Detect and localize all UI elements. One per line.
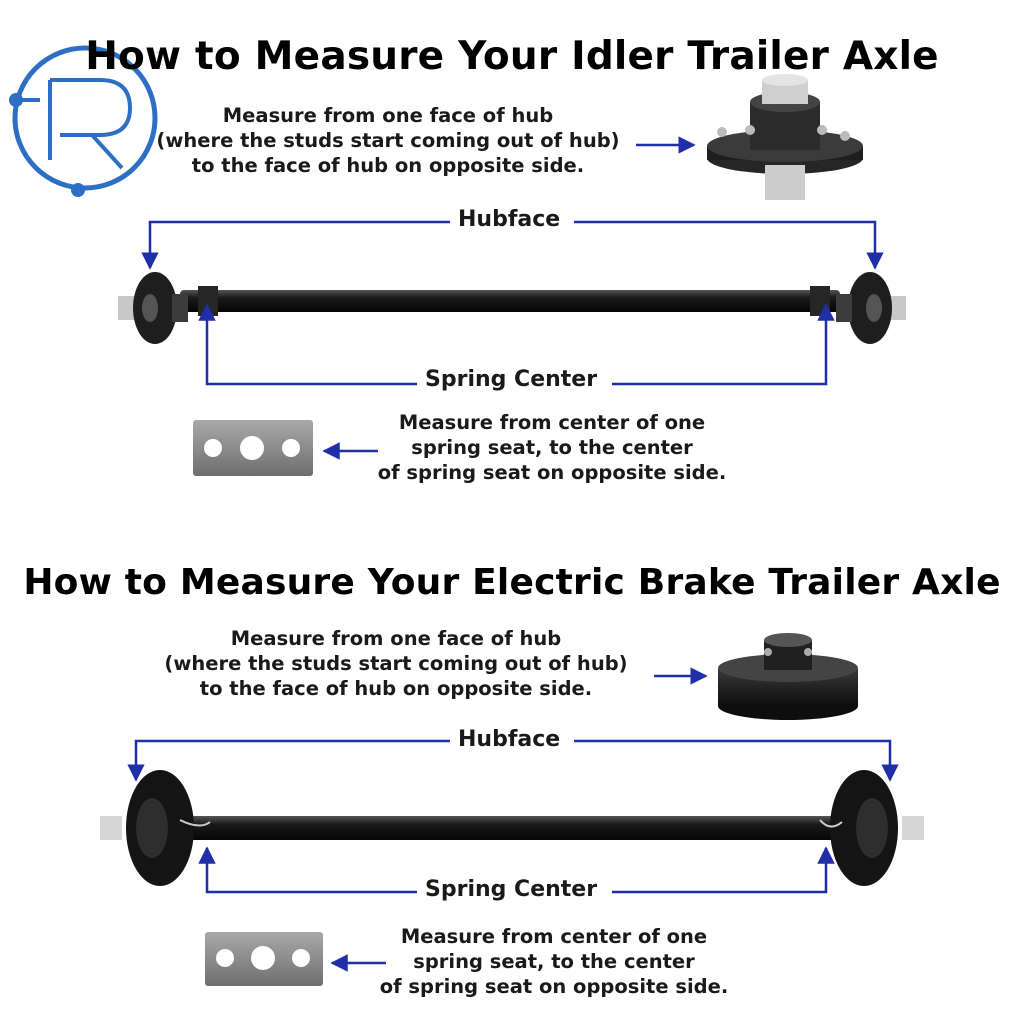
idler-hub-description: Measure from one face of hub (where the … bbox=[148, 103, 628, 178]
idler-hubface-bracket-left bbox=[141, 220, 452, 270]
idler-spring-description: Measure from center of one spring seat, … bbox=[352, 410, 752, 485]
electric-hubface-bracket-left bbox=[127, 739, 452, 782]
logo-watermark-text: ... bbox=[148, 42, 160, 56]
idler-spring-desc-line: of spring seat on opposite side. bbox=[377, 461, 727, 484]
electric-hubface-label: Hubface bbox=[450, 727, 569, 752]
idler-spring-seat-plate bbox=[193, 420, 313, 476]
electric-hub-desc-line: to the face of hub on opposite side. bbox=[199, 677, 593, 700]
idler-spring-bracket-right bbox=[612, 303, 835, 386]
electric-axle-photo bbox=[100, 770, 924, 886]
idler-title: How to Measure Your Idler Trailer Axle bbox=[85, 34, 939, 79]
electric-brake-drum-photo bbox=[718, 633, 858, 720]
idler-spring-bracket-left bbox=[198, 303, 420, 386]
r-circuit-logo-icon bbox=[9, 45, 158, 197]
electric-spring-description: Measure from center of one spring seat, … bbox=[352, 924, 756, 999]
idler-hub-desc-line: Measure from one face of hub bbox=[222, 104, 554, 127]
electric-spring-desc-line: Measure from center of one bbox=[400, 925, 708, 948]
electric-hub-desc-line: Measure from one face of hub bbox=[230, 627, 562, 650]
idler-spring-desc-line: Measure from center of one bbox=[398, 411, 706, 434]
idler-hub-desc-line: (where the studs start coming out of hub… bbox=[156, 129, 620, 152]
electric-hub-description: Measure from one face of hub (where the … bbox=[156, 626, 636, 701]
idler-hub-photo bbox=[707, 74, 863, 200]
idler-spring-center-label: Spring Center bbox=[417, 367, 606, 392]
electric-spring-seat-plate bbox=[205, 932, 323, 986]
electric-hubface-bracket-right bbox=[574, 739, 899, 782]
electric-hub-desc-line: (where the studs start coming out of hub… bbox=[164, 652, 628, 675]
electric-spring-desc-line: of spring seat on opposite side. bbox=[379, 975, 729, 998]
idler-hub-desc-line: to the face of hub on opposite side. bbox=[191, 154, 585, 177]
idler-axle-photo bbox=[118, 272, 906, 344]
electric-spring-desc-line: spring seat, to the center bbox=[413, 950, 695, 973]
idler-hubface-label: Hubface bbox=[450, 207, 569, 232]
electric-spring-bracket-right bbox=[612, 846, 835, 894]
electric-spring-center-label: Spring Center bbox=[417, 877, 606, 902]
idler-spring-desc-line: spring seat, to the center bbox=[411, 436, 693, 459]
electric-title: How to Measure Your Electric Brake Trail… bbox=[23, 562, 1001, 603]
electric-spring-bracket-left bbox=[198, 846, 420, 894]
idler-hubface-bracket-right bbox=[574, 220, 884, 270]
